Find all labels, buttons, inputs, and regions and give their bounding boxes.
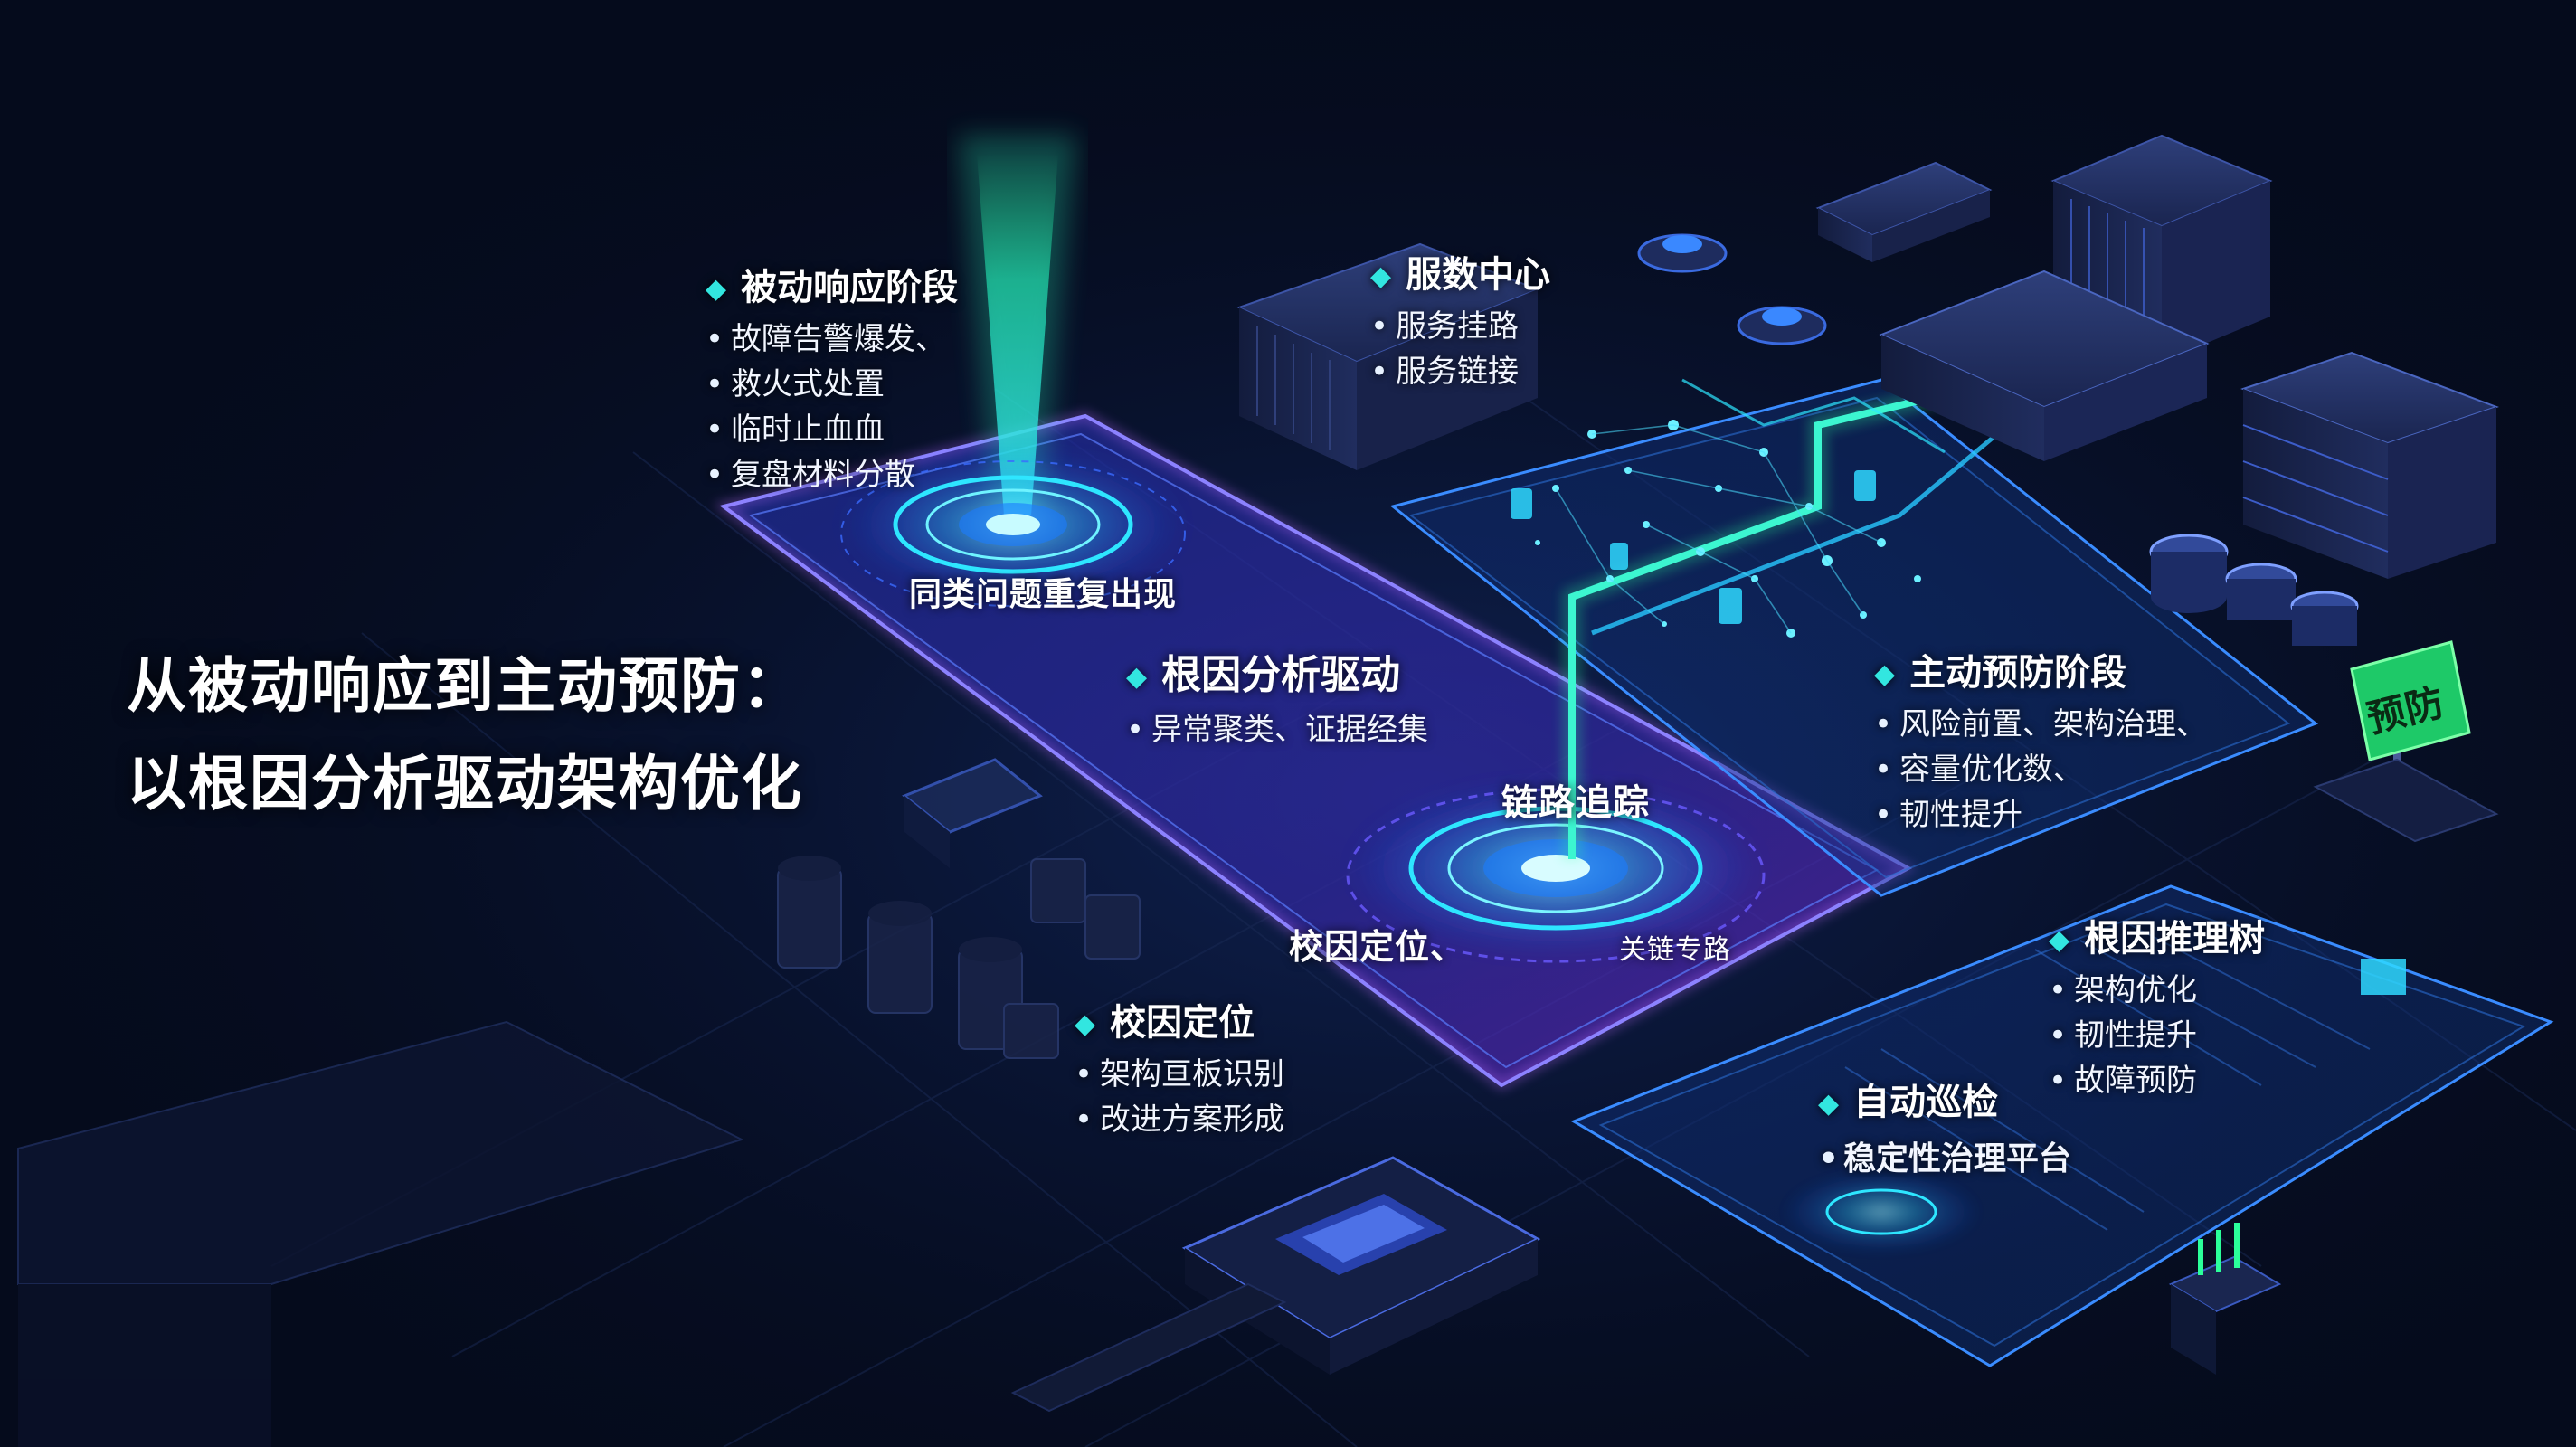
bullet-dot-icon: ◆ <box>1075 1008 1096 1040</box>
bullet-dot-icon: ◆ <box>706 273 727 305</box>
title-line-2: 以根因分析驱动架构优化 <box>127 749 803 818</box>
tree-header: 根因推理树 <box>2084 918 2266 960</box>
inspection-header: 自动巡检 <box>1853 1082 1999 1123</box>
list-item: 服务挂路 <box>1370 304 1550 349</box>
inspection-block: ◆ 自动巡检 稳定性治理平台 <box>1818 1079 2071 1182</box>
server-stack-right <box>2240 351 2499 579</box>
datacenter-block: ◆ 服数中心 服务挂路 服务链接 <box>1370 251 1550 394</box>
page-title: 从被动响应到主动预防： 以根因分析驱动架构优化 <box>127 638 803 833</box>
list-item: 稳定性治理平台 <box>1818 1137 2071 1182</box>
list-item: 故障预防 <box>2049 1058 2265 1103</box>
list-item: 复盘材料分散 <box>706 452 958 497</box>
passive-stage-header: 被动响应阶段 <box>741 267 959 308</box>
rca-header: 根因分析驱动 <box>1161 652 1401 698</box>
list-item: 服务链接 <box>1370 349 1550 394</box>
bullet-dot-icon: ◆ <box>1126 661 1148 693</box>
chip-icon <box>1010 1156 1541 1413</box>
list-item: 韧性提升 <box>1874 792 2207 837</box>
datacenter-header: 服数中心 <box>1406 254 1551 296</box>
recurring-label: 同类问题重复出现 <box>909 576 1178 613</box>
locate-block: ◆ 校因定位 架构亘板识别 改进方案形成 <box>1075 999 1284 1142</box>
bullet-dot-icon: ◆ <box>1818 1088 1840 1120</box>
inspection-ring <box>1782 1170 1981 1253</box>
locate-header: 校因定位 <box>1110 1002 1255 1044</box>
trace-label: 链路追踪 <box>1501 782 1650 824</box>
list-item: 救火式处置 <box>706 362 958 407</box>
list-item: 临时止血血 <box>706 407 958 452</box>
bullet-dot-icon: ◆ <box>1370 260 1392 292</box>
list-item: 异常聚类、证据经集 <box>1126 707 1428 752</box>
list-item: 风险前置、架构治理、 <box>1874 702 2207 747</box>
rca-block: ◆ 根因分析驱动 异常聚类、证据经集 <box>1126 649 1428 752</box>
list-item: 架构优化 <box>2049 968 2265 1013</box>
trace-connection <box>1562 352 2083 859</box>
list-item: 故障告警爆发、 <box>706 317 958 362</box>
list-item: 改进方案形成 <box>1075 1097 1284 1142</box>
proactive-stage-header: 主动预防阶段 <box>1909 652 2127 694</box>
list-item: 容量优化数、 <box>1874 747 2207 792</box>
bullet-dot-icon: ◆ <box>1874 658 1896 690</box>
passive-stage-block: ◆ 被动响应阶段 故障告警爆发、 救火式处置 临时止血血 复盘材料分散 <box>706 264 958 497</box>
sign-icon <box>2313 640 2499 843</box>
tree-block: ◆ 根因推理树 架构优化 韧性提升 故障预防 <box>2049 915 2265 1103</box>
trace-ring <box>1346 782 1766 963</box>
cylinder-icon <box>1637 233 2359 646</box>
list-item: 架构亘板识别 <box>1075 1052 1284 1097</box>
list-item: 韧性提升 <box>2049 1013 2265 1058</box>
title-line-1: 从被动响应到主动预防： <box>127 651 803 721</box>
link-label: 关链专路 <box>1619 934 1731 966</box>
proactive-stage-block: ◆ 主动预防阶段 风险前置、架构治理、 容量优化数、 韧性提升 <box>1874 649 2207 837</box>
bullet-dot-icon: ◆ <box>2049 924 2070 956</box>
left-machinery <box>17 758 1141 1447</box>
locate-label: 校因定位、 <box>1289 927 1466 967</box>
